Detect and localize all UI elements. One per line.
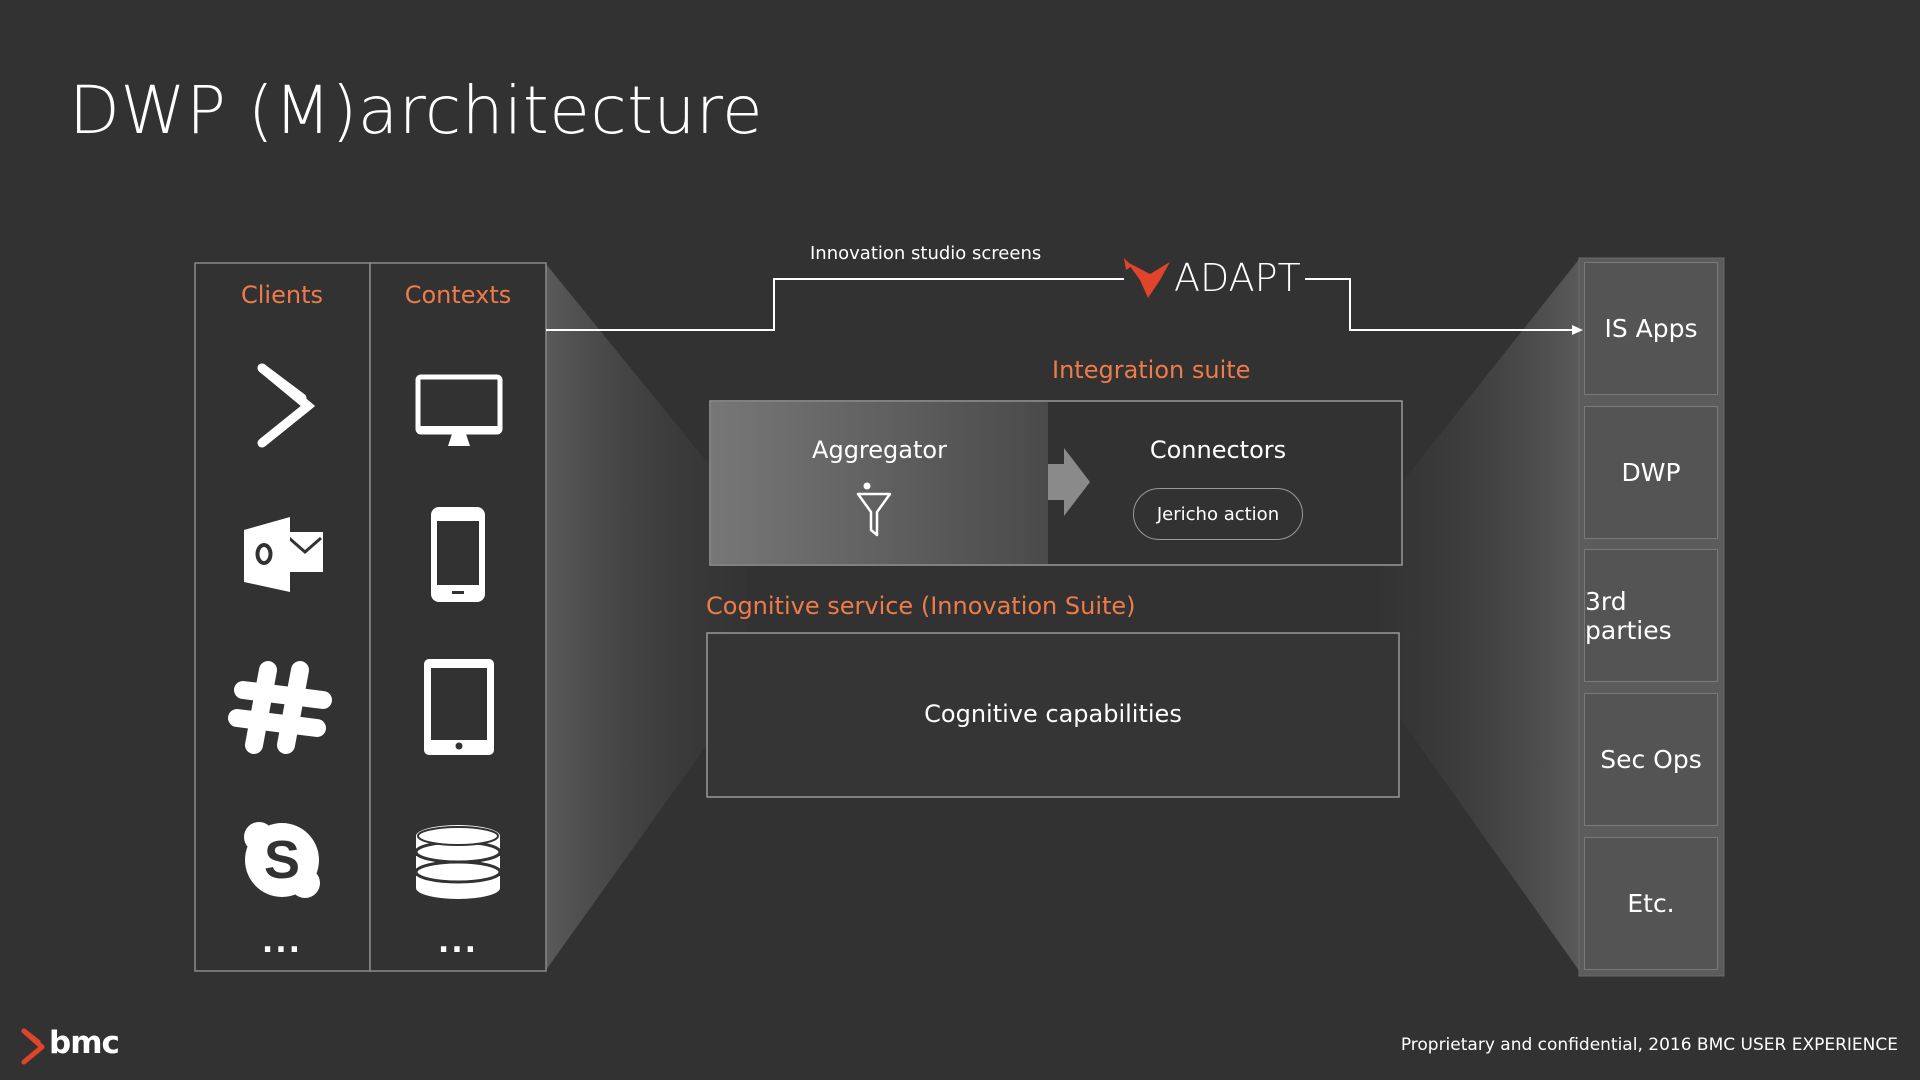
outlook-icon	[244, 517, 323, 592]
adapt-label: ADAPT	[1170, 256, 1305, 300]
right-funnel	[1380, 258, 1580, 972]
right-item-label: DWP	[1621, 458, 1681, 487]
funnel-icon	[856, 492, 892, 537]
innovation-flow-line	[546, 278, 1124, 331]
bmc-footer-logo-icon	[21, 1028, 45, 1065]
confidential-footer: Proprietary and confidential, 2016 BMC U…	[1400, 1035, 1898, 1055]
clients-more: ...	[261, 925, 303, 960]
cognitive-capabilities-label: Cognitive capabilities	[924, 700, 1182, 728]
page-title: DWP (M)architecture	[69, 72, 764, 149]
aggregator-label: Aggregator	[812, 436, 947, 464]
slack-icon	[228, 661, 332, 754]
adapt-bird-icon	[1124, 258, 1170, 298]
flow-arrowhead	[1572, 325, 1583, 335]
innovation-studio-label: Innovation studio screens	[810, 243, 1042, 264]
contexts-more: ...	[437, 925, 479, 960]
right-item-label: IS Apps	[1604, 314, 1698, 343]
right-item-etc: Etc.	[1584, 837, 1718, 970]
jericho-action-label: Jericho action	[1156, 503, 1280, 525]
integration-suite-title: Integration suite	[1052, 356, 1251, 384]
adapt-flow-line	[1296, 278, 1580, 331]
right-item-sec-ops: Sec Ops	[1584, 693, 1718, 826]
bmc-logo-icon-body	[259, 364, 316, 447]
right-item-label: Sec Ops	[1600, 745, 1702, 774]
right-item-dwp: DWP	[1584, 406, 1718, 539]
database-icon	[414, 825, 502, 899]
right-item-3rd-parties: 3rd parties	[1584, 549, 1718, 682]
aggregator-arrow	[1048, 448, 1090, 516]
bmc-brand-text: bmc	[49, 1025, 120, 1061]
right-item-label: Etc.	[1627, 889, 1675, 918]
contexts-header: Contexts	[404, 281, 512, 309]
phone-icon	[431, 507, 485, 602]
svg-text:S: S	[264, 830, 300, 890]
connectors-label: Connectors	[1149, 436, 1287, 464]
tablet-icon	[424, 659, 494, 755]
right-item-label: 3rd parties	[1585, 586, 1672, 645]
funnel-dot-icon	[863, 482, 871, 490]
skype-icon: S	[244, 822, 320, 898]
monitor-icon	[415, 374, 503, 446]
cognitive-box	[706, 632, 1400, 798]
clients-header: Clients	[241, 281, 323, 309]
aggregator-box	[711, 402, 1048, 564]
left-funnel	[546, 264, 746, 970]
right-item-is-apps: IS Apps	[1584, 262, 1718, 395]
jericho-action-pill: Jericho action	[1133, 488, 1303, 540]
cognitive-service-title: Cognitive service (Innovation Suite)	[706, 592, 1136, 620]
